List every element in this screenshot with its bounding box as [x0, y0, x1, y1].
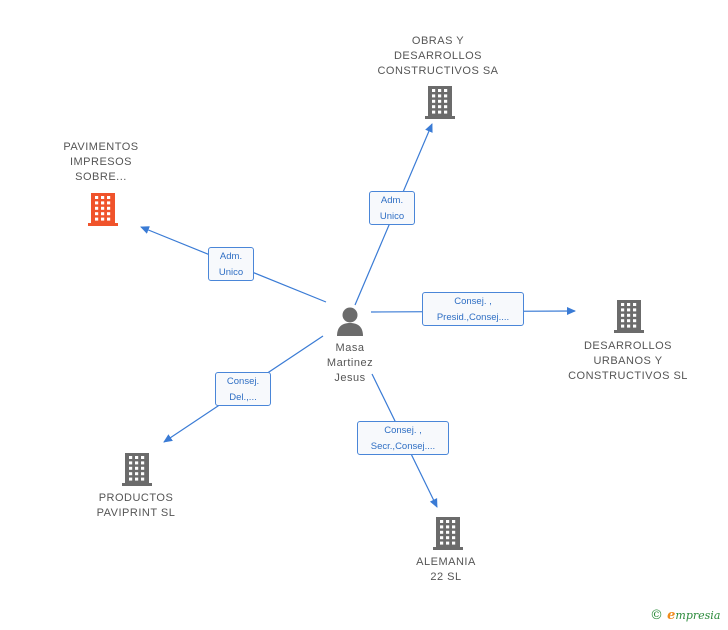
- node-label-alemania[interactable]: ALEMANIA 22 SL: [416, 556, 476, 583]
- building-desarrollos: [614, 300, 644, 333]
- building-productos: [122, 453, 152, 486]
- building-icon[interactable]: [424, 84, 456, 125]
- node-label-pavimentos[interactable]: PAVIMENTOS IMPRESOS SOBRE...: [63, 141, 139, 183]
- node-label-desarrollos[interactable]: DESARROLLOS URBANOS Y CONSTRUCTIVOS SL: [568, 340, 688, 382]
- edge-label-alemania[interactable]: Consej. , Secr.,Consej....: [357, 421, 449, 455]
- center-person-label[interactable]: Masa Martinez Jesus: [326, 342, 374, 384]
- building-icon[interactable]: [613, 298, 645, 339]
- copyright-symbol: ©: [650, 608, 663, 623]
- building-alemania: [433, 517, 463, 550]
- building-icon[interactable]: [87, 191, 119, 232]
- node-label-obras[interactable]: OBRAS Y DESARROLLOS CONSTRUCTIVOS SA: [377, 35, 499, 77]
- person-icon[interactable]: [336, 306, 364, 341]
- building-icon[interactable]: [121, 451, 153, 492]
- footer-brand: © empresia: [650, 608, 720, 623]
- building-obras: [425, 86, 455, 119]
- building-pavimentos: [88, 193, 118, 226]
- node-label-productos[interactable]: PRODUCTOS PAVIPRINT SL: [96, 492, 176, 519]
- edge-label-obras[interactable]: Adm. Unico: [369, 191, 415, 225]
- edge-label-desarrollos[interactable]: Consej. , Presid.,Consej....: [422, 292, 524, 326]
- edge-label-productos[interactable]: Consej. Del.,...: [215, 372, 271, 406]
- brand-name: mpresia: [675, 609, 721, 622]
- building-icon[interactable]: [432, 515, 464, 556]
- brand-initial: e: [667, 608, 676, 623]
- edge-label-pavimentos[interactable]: Adm. Unico: [208, 247, 254, 281]
